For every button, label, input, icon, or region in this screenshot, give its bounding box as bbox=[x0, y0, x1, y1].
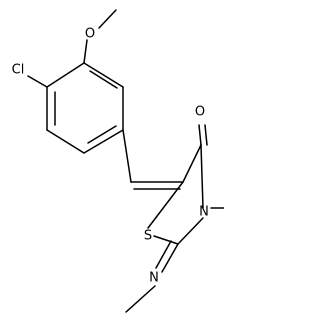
atom-labels: O Cl O N S N bbox=[12, 27, 209, 286]
bond-c2-n-imine-double bbox=[155, 240, 172, 269]
molecule-structure: O Cl O N S N bbox=[12, 9, 224, 313]
bond-ring-1-inner bbox=[89, 70, 118, 89]
bond-c2-n-imine bbox=[161, 243, 179, 273]
bond-methyl-o bbox=[98, 9, 117, 29]
bond-ring-3 bbox=[83, 129, 124, 154]
bond-ring-1 bbox=[83, 62, 124, 88]
bond-c2-s bbox=[153, 235, 179, 245]
bond-s-c5 bbox=[147, 181, 184, 229]
bond-ring-ch bbox=[122, 129, 132, 183]
bond-n3-c2 bbox=[177, 217, 204, 245]
bond-ring-cl bbox=[27, 75, 48, 88]
bond-ring-6 bbox=[46, 62, 85, 88]
bond-n-methyl bbox=[125, 285, 156, 313]
bond-o-ring bbox=[83, 39, 88, 64]
bond-c4-o-double bbox=[204, 124, 208, 146]
bond-c4-o bbox=[198, 124, 202, 146]
bond-ring-4 bbox=[46, 129, 85, 154]
bonds bbox=[27, 9, 224, 313]
bond-c4-n3 bbox=[200, 144, 204, 209]
atom-label-oxygen-carbonyl: O bbox=[195, 105, 205, 120]
atom-label-oxygen-methoxy: O bbox=[85, 27, 95, 42]
bond-ring-3-inner bbox=[87, 125, 117, 144]
atom-label-nitrogen-ring: N bbox=[199, 205, 209, 220]
atom-label-sulfur-ring: S bbox=[144, 229, 152, 244]
atom-label-nitrogen-imine: N bbox=[149, 271, 159, 286]
atom-label-chlorine: Cl bbox=[12, 63, 25, 78]
bond-c5-c4 bbox=[182, 144, 202, 183]
